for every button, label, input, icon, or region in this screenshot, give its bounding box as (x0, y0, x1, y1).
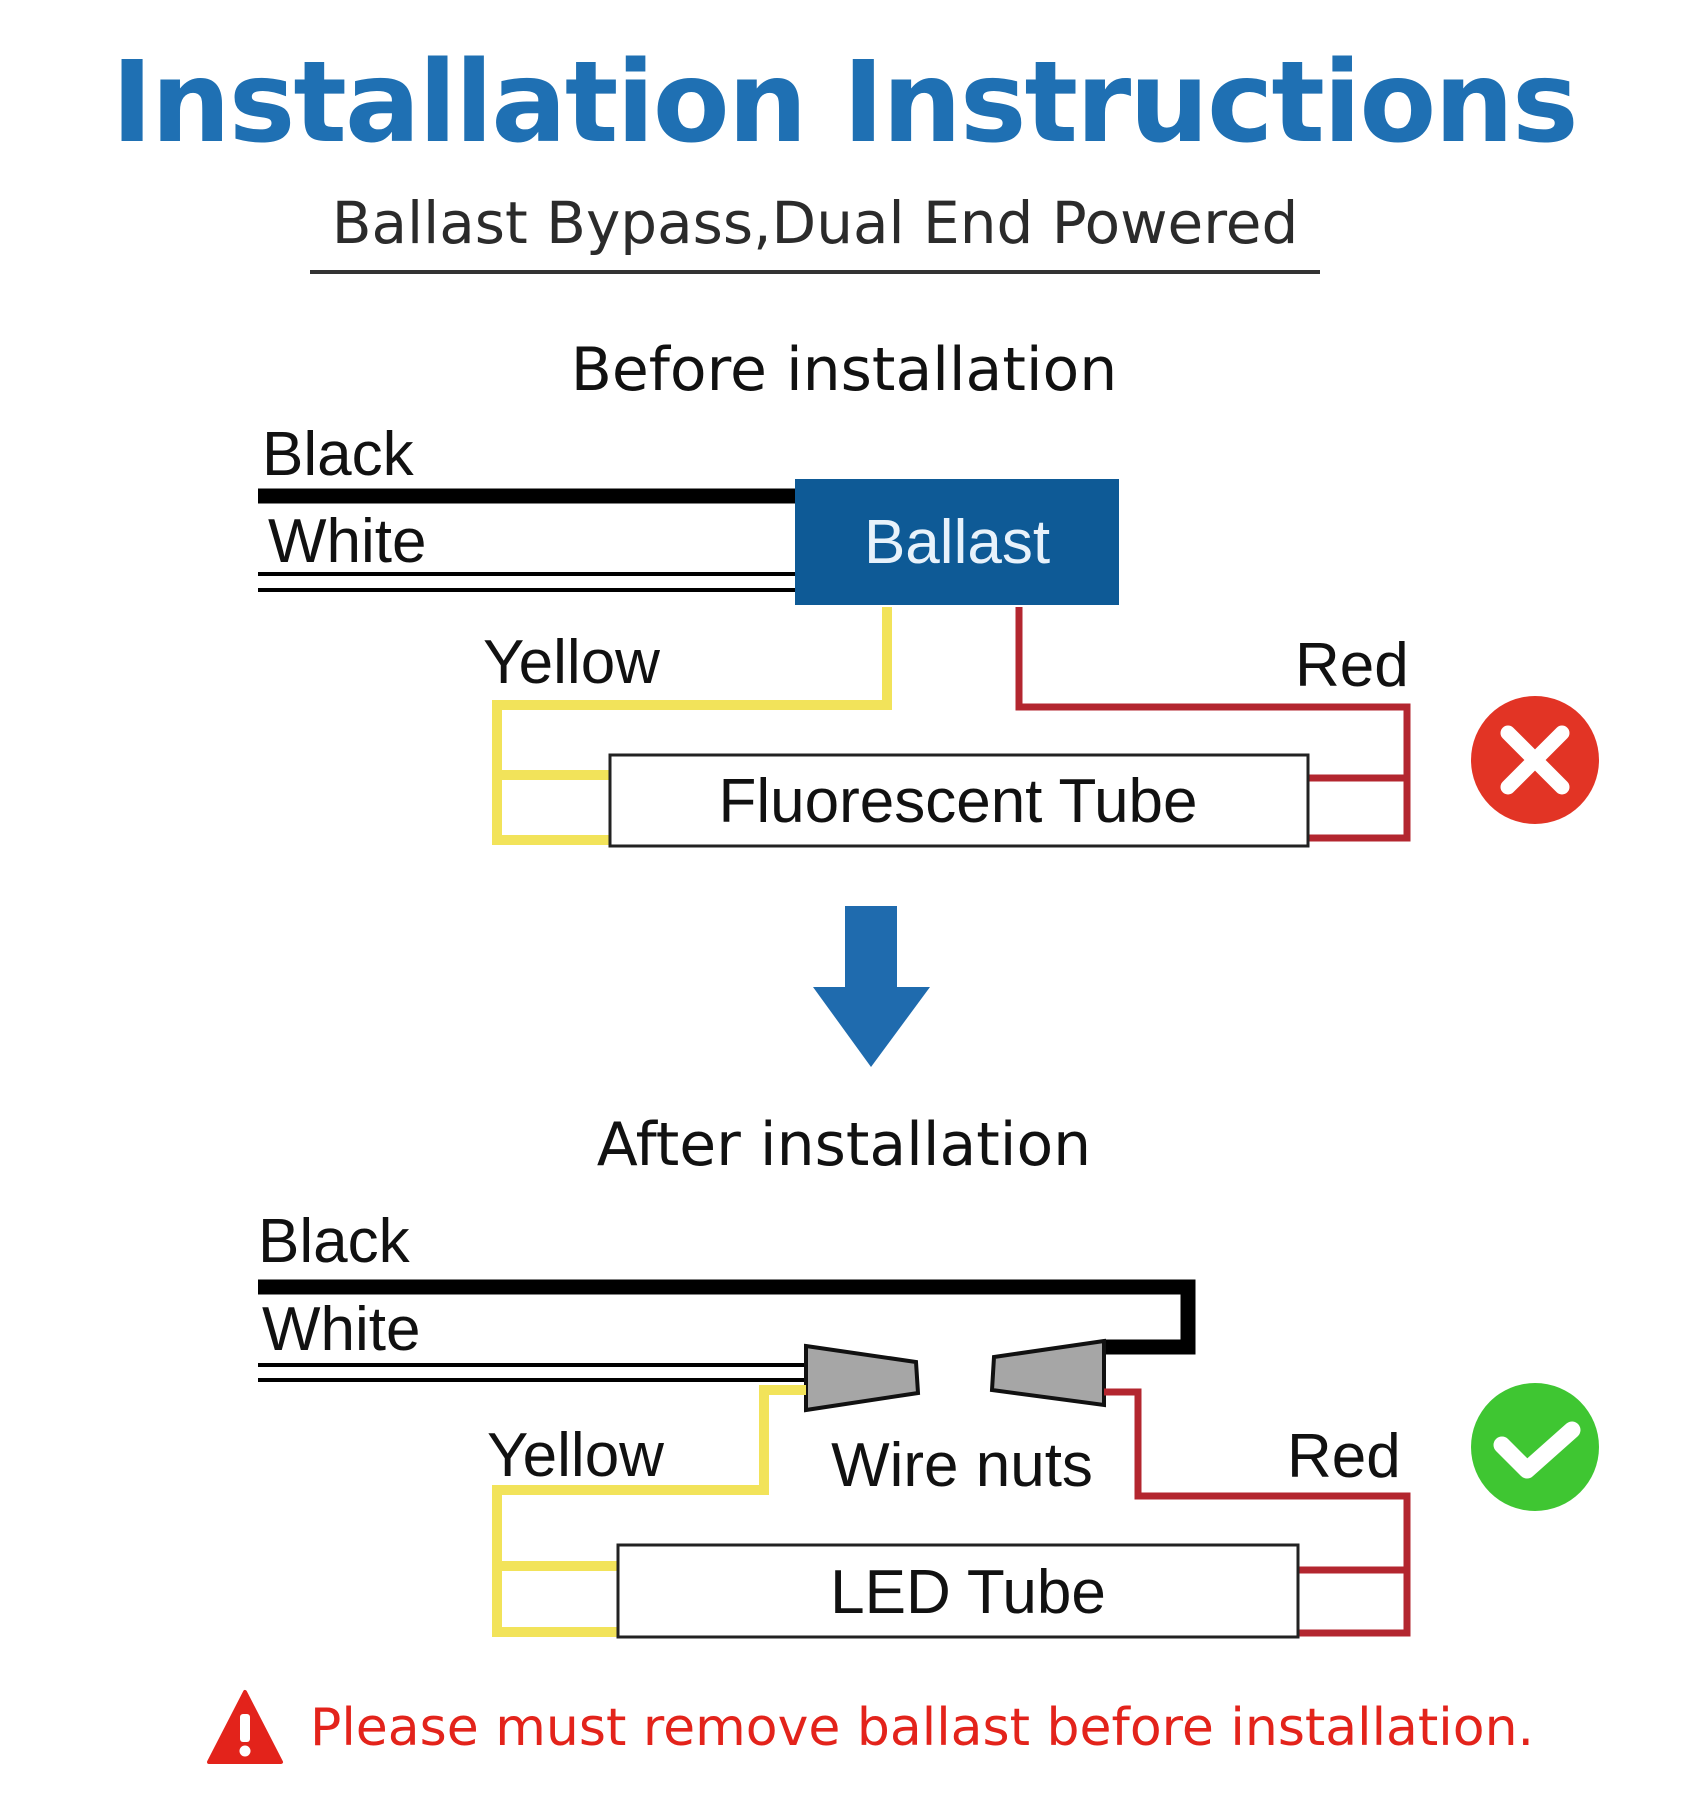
after-black-label: Black (258, 1207, 411, 1276)
fluorescent-tube-box (608, 753, 1310, 848)
subtitle-underline (310, 270, 1320, 274)
after-yellow-label: Yellow (487, 1421, 664, 1490)
page-title: Installation Instructions (111, 38, 1578, 168)
x-icon (1471, 696, 1599, 824)
warning-triangle-icon (207, 1690, 283, 1764)
after-installation-heading: After installation (596, 1110, 1092, 1180)
after-white-label: White (262, 1295, 420, 1364)
after-yellow-wire (492, 1385, 806, 1637)
wire-nuts-label: Wire nuts (831, 1431, 1093, 1500)
before-yellow-label: Yellow (483, 628, 660, 697)
check-icon (1471, 1383, 1599, 1511)
after-wiring-diagram: Black White Wire nuts Yellow Red LED Tub… (258, 1207, 1599, 1639)
after-red-wire (1104, 1388, 1411, 1637)
before-red-label: Red (1295, 631, 1409, 700)
led-tube-box (616, 1543, 1300, 1639)
before-wiring-diagram: Black White Ballast Yellow Red Fluoresce… (258, 420, 1599, 848)
before-yellow-wire (492, 607, 892, 845)
before-installation-heading: Before installation (570, 335, 1118, 405)
down-arrow-icon (813, 906, 930, 1067)
led-tube-label: LED Tube (830, 1558, 1106, 1627)
warning-message: Please must remove ballast before instal… (205, 1683, 1534, 1773)
fluorescent-tube-label: Fluorescent Tube (718, 767, 1197, 836)
ballast-box (795, 479, 1119, 605)
page-subtitle: Ballast Bypass,Dual End Powered (331, 189, 1299, 257)
warning-text: Please must remove ballast before instal… (310, 1698, 1535, 1758)
after-red-label: Red (1287, 1422, 1401, 1491)
before-red-wire (1015, 607, 1411, 842)
after-black-wire (258, 1279, 1196, 1355)
ballast-label: Ballast (864, 508, 1050, 577)
before-black-label: Black (262, 420, 415, 489)
wire-nut-left (804, 1343, 921, 1413)
before-white-label: White (268, 507, 426, 576)
wire-nut-right (989, 1338, 1106, 1408)
